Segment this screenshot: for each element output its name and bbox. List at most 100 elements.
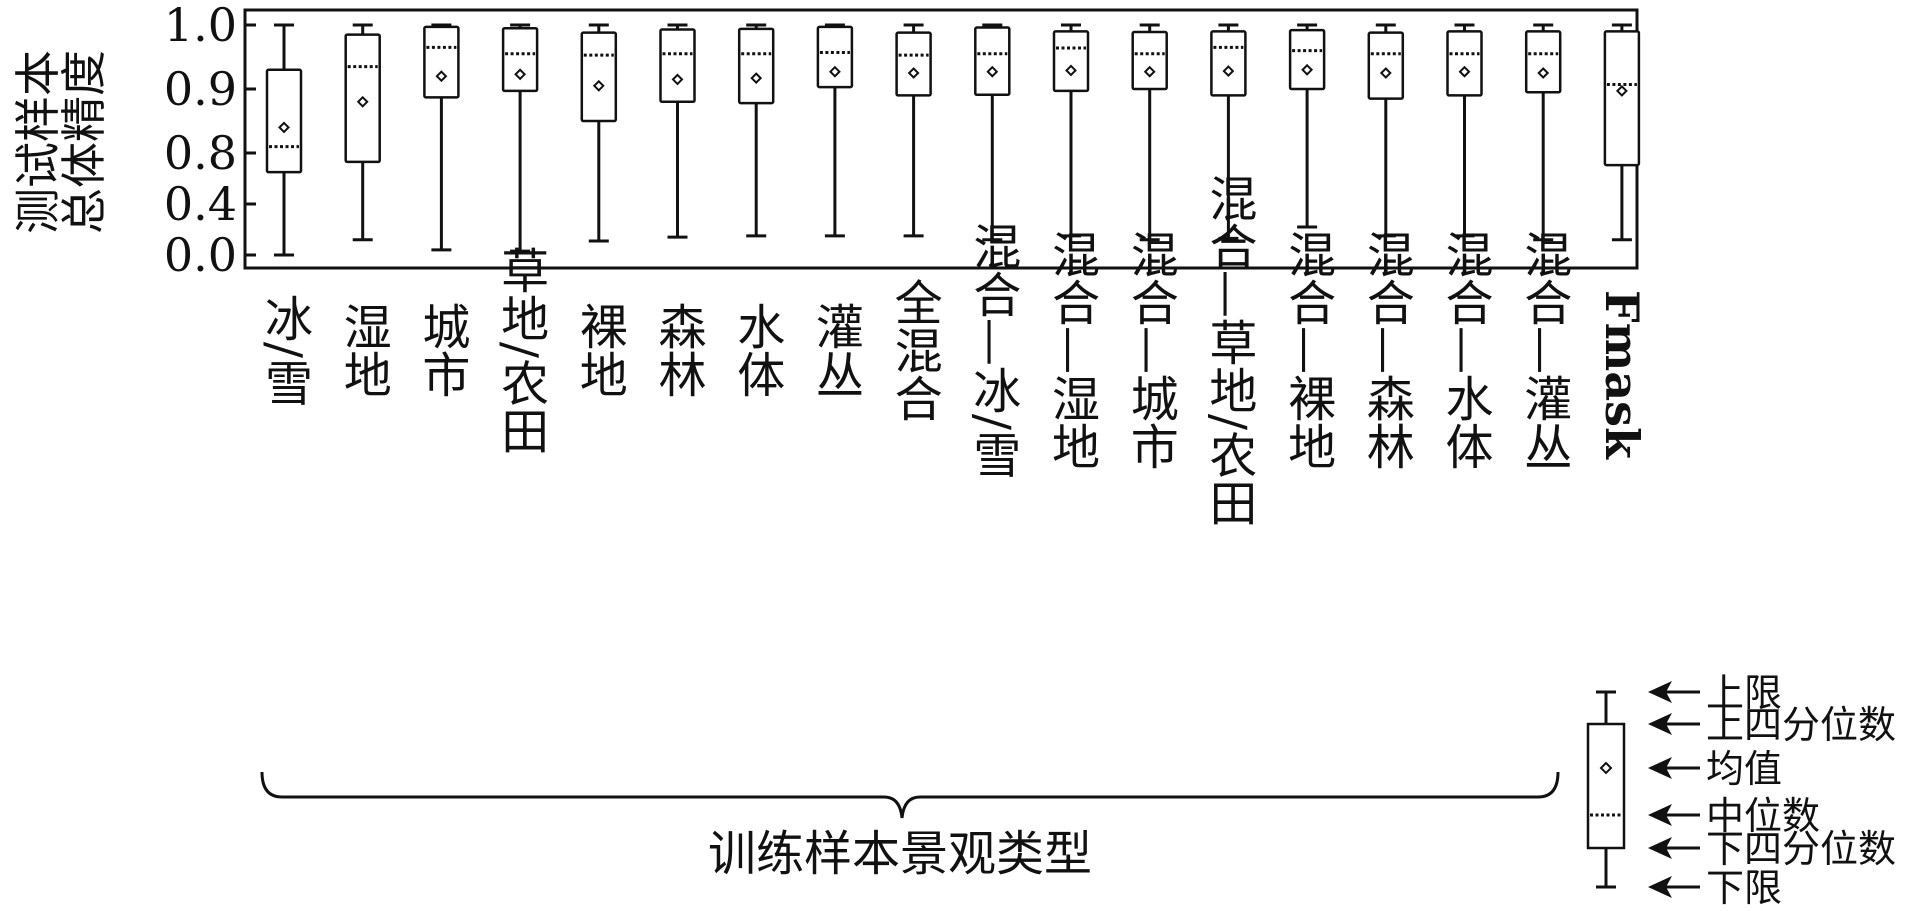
x-tick-label: 混合—灌丛 — [1515, 230, 1571, 470]
legend-arrow-head — [1648, 713, 1672, 735]
box-iqr — [1052, 30, 1090, 93]
x-brace — [260, 771, 1560, 819]
mean-marker — [1458, 65, 1471, 78]
y-axis-label-text: 测试样本 — [11, 50, 65, 234]
box-0 — [265, 23, 303, 257]
box-4 — [580, 23, 618, 243]
x-tick-label: 灌丛 — [807, 302, 863, 398]
box-iqr — [1524, 30, 1562, 94]
mean-marker — [986, 65, 999, 78]
x-tick-label: 草地/农田 — [492, 246, 548, 454]
x-tick-label: Fmask — [1595, 290, 1649, 460]
legend-item-label: 中位数 — [1706, 794, 1820, 838]
box-iqr — [265, 68, 303, 174]
box-16 — [1524, 23, 1562, 242]
y-tick-label: 1.0 — [164, 0, 237, 52]
y-tick-label: 0.0 — [164, 228, 237, 282]
mean-marker — [750, 72, 763, 85]
x-tick-labels: 冰/雪湿地城市草地/农田裸地森林水体灌丛全混合混合—冰/雪混合—湿地混合—城市混… — [256, 174, 1649, 526]
mean-marker — [514, 68, 527, 81]
mean-marker — [1537, 67, 1550, 79]
y-axis-label-line: 总体精度 — [57, 50, 111, 234]
y-axis-label-text: 总体精度 — [57, 50, 111, 234]
mean-marker — [828, 65, 841, 78]
box-iqr — [1210, 30, 1247, 97]
box-13 — [1288, 23, 1326, 229]
box-5 — [659, 23, 696, 239]
box-iqr — [737, 27, 775, 105]
mean-marker — [1379, 67, 1392, 79]
box-14 — [1367, 23, 1405, 238]
x-tick-label: 混合—湿地 — [1043, 230, 1099, 470]
box-7 — [816, 23, 854, 238]
y-tick-label: 0.8 — [164, 126, 237, 180]
y-tick-label: 0.4 — [164, 177, 237, 231]
mean-marker — [1065, 64, 1077, 77]
box-10 — [1052, 23, 1090, 238]
x-tick-label: 混合—裸地 — [1279, 230, 1335, 470]
x-tick-label: 森林 — [650, 302, 706, 398]
mean-marker — [1301, 63, 1314, 76]
legend-arrow-head — [1648, 757, 1672, 779]
y-axis: 1.0 0.9 0.80.40.0 — [164, 0, 256, 282]
box-iqr — [1288, 28, 1326, 91]
box-9 — [974, 23, 1011, 242]
legend-arrow-head — [1648, 837, 1672, 859]
x-tick-label: 混合—草地/农田 — [1200, 174, 1256, 526]
mean-marker — [1615, 85, 1628, 97]
legend-arrow-head — [1648, 804, 1672, 826]
box-iqr — [1367, 31, 1405, 100]
mean-marker — [592, 79, 605, 92]
x-tick-label: 混合—城市 — [1122, 230, 1178, 470]
x-tick-label: 混合—森林 — [1358, 230, 1414, 470]
mean-marker — [356, 95, 369, 108]
mean-marker — [671, 73, 684, 86]
legend-item-label: 上限 — [1706, 671, 1782, 715]
x-tick-label: 混合—水体 — [1437, 230, 1493, 470]
mean-marker — [435, 70, 448, 83]
box-iqr — [580, 31, 618, 123]
x-tick-label: 混合—冰/雪 — [964, 222, 1020, 478]
mean-marker — [1222, 65, 1235, 77]
category-brace — [260, 771, 1560, 819]
legend-item-label: 下限 — [1706, 866, 1782, 910]
box-iqr — [1446, 30, 1483, 97]
legend-item-label: 均值 — [1706, 747, 1782, 791]
legend-arrow-head — [1648, 681, 1672, 703]
box-iqr — [423, 25, 460, 99]
legend-mean-marker — [1599, 761, 1613, 775]
x-tick-label: 全混合 — [886, 278, 942, 422]
box-iqr — [974, 26, 1011, 97]
legend-item-label: 上四分位数 — [1706, 703, 1896, 747]
box-iqr — [659, 28, 696, 104]
x-tick-label: 水体 — [728, 302, 784, 398]
y-axis-label-line: 测试样本 — [11, 50, 65, 234]
box-3 — [501, 23, 539, 253]
box-1 — [344, 23, 381, 242]
x-tick-label: 城市 — [413, 302, 469, 398]
x-axis-title: 训练样本景观类型 — [708, 826, 1092, 882]
box-12 — [1210, 23, 1247, 240]
x-tick-label: 裸地 — [571, 302, 627, 398]
box-11 — [1131, 23, 1168, 242]
box-iqr — [895, 31, 932, 97]
box-series — [265, 23, 1641, 257]
mean-marker — [907, 67, 920, 79]
mean-marker — [278, 121, 290, 134]
box-iqr — [1603, 30, 1641, 167]
box-2 — [423, 23, 460, 252]
y-tick-label: 0.9 — [164, 62, 237, 116]
box-iqr — [1131, 30, 1168, 91]
box-8 — [895, 23, 932, 238]
box-iqr — [816, 25, 854, 89]
x-tick-label: 冰/雪 — [256, 294, 312, 406]
legend-item-label: 下四分位数 — [1706, 827, 1896, 871]
box-15 — [1446, 23, 1483, 238]
mean-marker — [1143, 65, 1156, 78]
x-tick-label: 湿地 — [335, 302, 391, 398]
box-iqr — [501, 26, 539, 93]
box-6 — [737, 23, 775, 238]
